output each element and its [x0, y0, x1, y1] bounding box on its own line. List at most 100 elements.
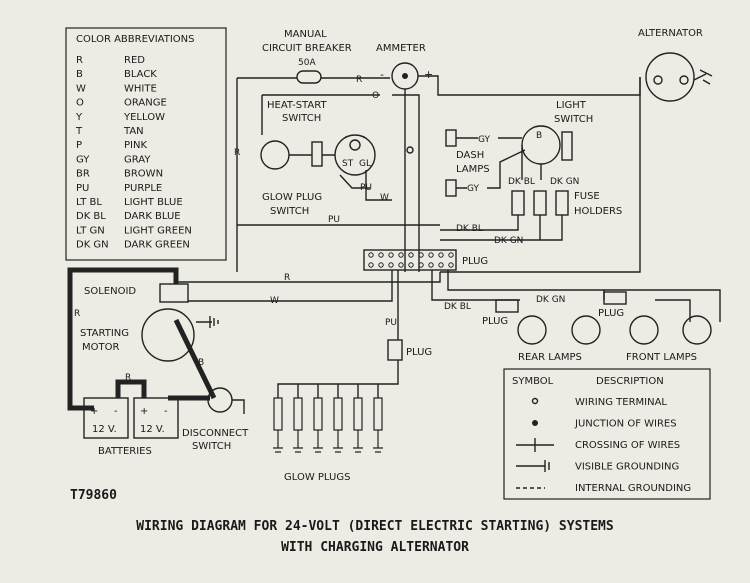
- color-name: TAN: [123, 126, 144, 137]
- figure-code: T79860: [70, 488, 117, 503]
- glow-plug: [373, 397, 383, 431]
- battery-1-plus: +: [90, 406, 98, 417]
- heat-start-switch: HEAT-START SWITCH ST GL PU W: [260, 100, 392, 203]
- battery-2-plus: +: [140, 406, 148, 417]
- fuse-holders: DK BL DK GN FUSE HOLDERS DK BL DK GN: [440, 177, 622, 246]
- color-name: BROWN: [124, 169, 163, 180]
- plug-pin: [398, 252, 404, 258]
- symbol-description: CROSSING OF WIRES: [575, 440, 680, 451]
- ammeter-minus: -: [380, 68, 384, 81]
- ammeter-center: [402, 73, 408, 79]
- glow-plug-ground: [293, 430, 303, 453]
- disconnect-ground: [232, 399, 245, 414]
- breaker-rating-label: 50A: [298, 58, 316, 68]
- rear-lamp-left: [517, 315, 547, 345]
- motor-label: MOTOR: [82, 342, 119, 353]
- color-name: ORANGE: [124, 98, 167, 109]
- plug-pin: [398, 262, 404, 268]
- battery-1-volts: 12 V.: [92, 424, 117, 435]
- visible-ground-symbol: [516, 460, 550, 472]
- symbol-description: WIRING TERMINAL: [575, 397, 667, 408]
- color-abbr: B: [76, 69, 83, 80]
- color-name: YELLOW: [123, 112, 165, 123]
- color-abbr: GY: [76, 154, 90, 165]
- glow-plug: [333, 397, 343, 431]
- front-plug-connector: [603, 291, 627, 305]
- glow-plug-label: GLOW PLUG: [262, 192, 322, 203]
- ammeter-label: AMMETER: [376, 43, 426, 54]
- disconnect-switch-label: SWITCH: [192, 441, 231, 452]
- light-switch-label: SWITCH: [554, 114, 593, 125]
- color-name: LIGHT BLUE: [124, 197, 183, 208]
- plug-pin: [438, 262, 444, 268]
- wire-gy-lower: GY: [467, 184, 480, 194]
- front-plug-label: PLUG: [598, 308, 624, 319]
- plug-pin: [388, 252, 394, 258]
- glow-plug-ground: [273, 430, 283, 453]
- starter-circuit: SOLENOID R R W STARTING MOTOR B: [67, 267, 393, 411]
- color-name: PINK: [124, 140, 147, 151]
- color-name: DARK BLUE: [124, 211, 181, 222]
- glow-plug-connector-label: PLUG: [406, 347, 432, 358]
- alternator: ALTERNATOR: [176, 28, 713, 283]
- light-label: LIGHT: [556, 100, 587, 111]
- alternator-body: [645, 52, 695, 102]
- heavy-cable-b: [173, 318, 217, 400]
- color-abbr: W: [76, 83, 86, 94]
- battery-2-volts: 12 V.: [140, 424, 165, 435]
- diagram-title-line2: WITH CHARGING ALTERNATOR: [281, 540, 469, 555]
- lamps: DK BL DK GN PLUG PLUG REAR LAMPS FRONT L…: [431, 270, 721, 363]
- rear-plug-label: PLUG: [482, 316, 508, 327]
- plug-pin: [388, 262, 394, 268]
- starting-label: STARTING: [80, 328, 129, 339]
- color-legend-heading: COLOR ABBREVIATIONS: [76, 34, 195, 45]
- plug-pin: [448, 262, 454, 268]
- glow-plugs: PU PLUG GLOW PLUGS: [273, 270, 432, 483]
- color-abbr: DK BL: [76, 211, 106, 222]
- alternator-terminal-left: [653, 75, 663, 85]
- heat-start-knob: [349, 139, 361, 151]
- color-name: LIGHT GREEN: [124, 225, 192, 236]
- circuit-breaker-label: CIRCUIT BREAKER: [262, 43, 352, 54]
- color-name: DARK GREEN: [124, 240, 190, 251]
- plug-pin: [408, 262, 414, 268]
- disconnect-switch: [207, 387, 233, 413]
- light-switch-lever: [561, 131, 573, 161]
- color-name: WHITE: [124, 83, 157, 94]
- glow-plug: [273, 397, 283, 431]
- starting-motor: [141, 308, 195, 362]
- st-label: ST: [342, 159, 354, 169]
- symbol-description: INTERNAL GROUNDING: [575, 483, 691, 494]
- main-plug-pins: [368, 252, 454, 268]
- main-plug-label: PLUG: [462, 256, 488, 267]
- battery-2-minus: -: [164, 406, 168, 417]
- glow-plug-ground: [333, 430, 343, 453]
- description-col-heading: DESCRIPTION: [596, 376, 664, 387]
- glow-plug-connector: [387, 339, 403, 361]
- top-wiring: MANUAL CIRCUIT BREAKER AMMETER 50A - + R…: [234, 29, 641, 272]
- color-abbr: T: [75, 126, 83, 137]
- plug-pin: [418, 252, 424, 258]
- solenoid: [159, 283, 189, 303]
- heavy-cable-r: [67, 267, 179, 411]
- heat-start-body: [260, 140, 290, 170]
- wire-w-switch: W: [380, 193, 389, 203]
- front-lamps-label: FRONT LAMPS: [626, 352, 697, 363]
- plug-pin: [368, 262, 374, 268]
- wire-pu-mid: PU: [328, 215, 340, 225]
- glow-plugs-label: GLOW PLUGS: [284, 472, 350, 483]
- plug-pin: [418, 262, 424, 268]
- light-switch-b: B: [536, 131, 542, 141]
- plug-pin: [428, 252, 434, 258]
- holders-label: HOLDERS: [574, 206, 622, 217]
- color-abbr: PU: [76, 183, 89, 194]
- light-switch: LIGHT SWITCH B DASH LAMPS GY GY: [445, 100, 593, 197]
- color-name: BLACK: [124, 69, 157, 80]
- glow-plug-ground: [373, 430, 383, 453]
- circuit-breaker: [296, 70, 322, 84]
- heat-start-label: HEAT-START: [267, 100, 327, 111]
